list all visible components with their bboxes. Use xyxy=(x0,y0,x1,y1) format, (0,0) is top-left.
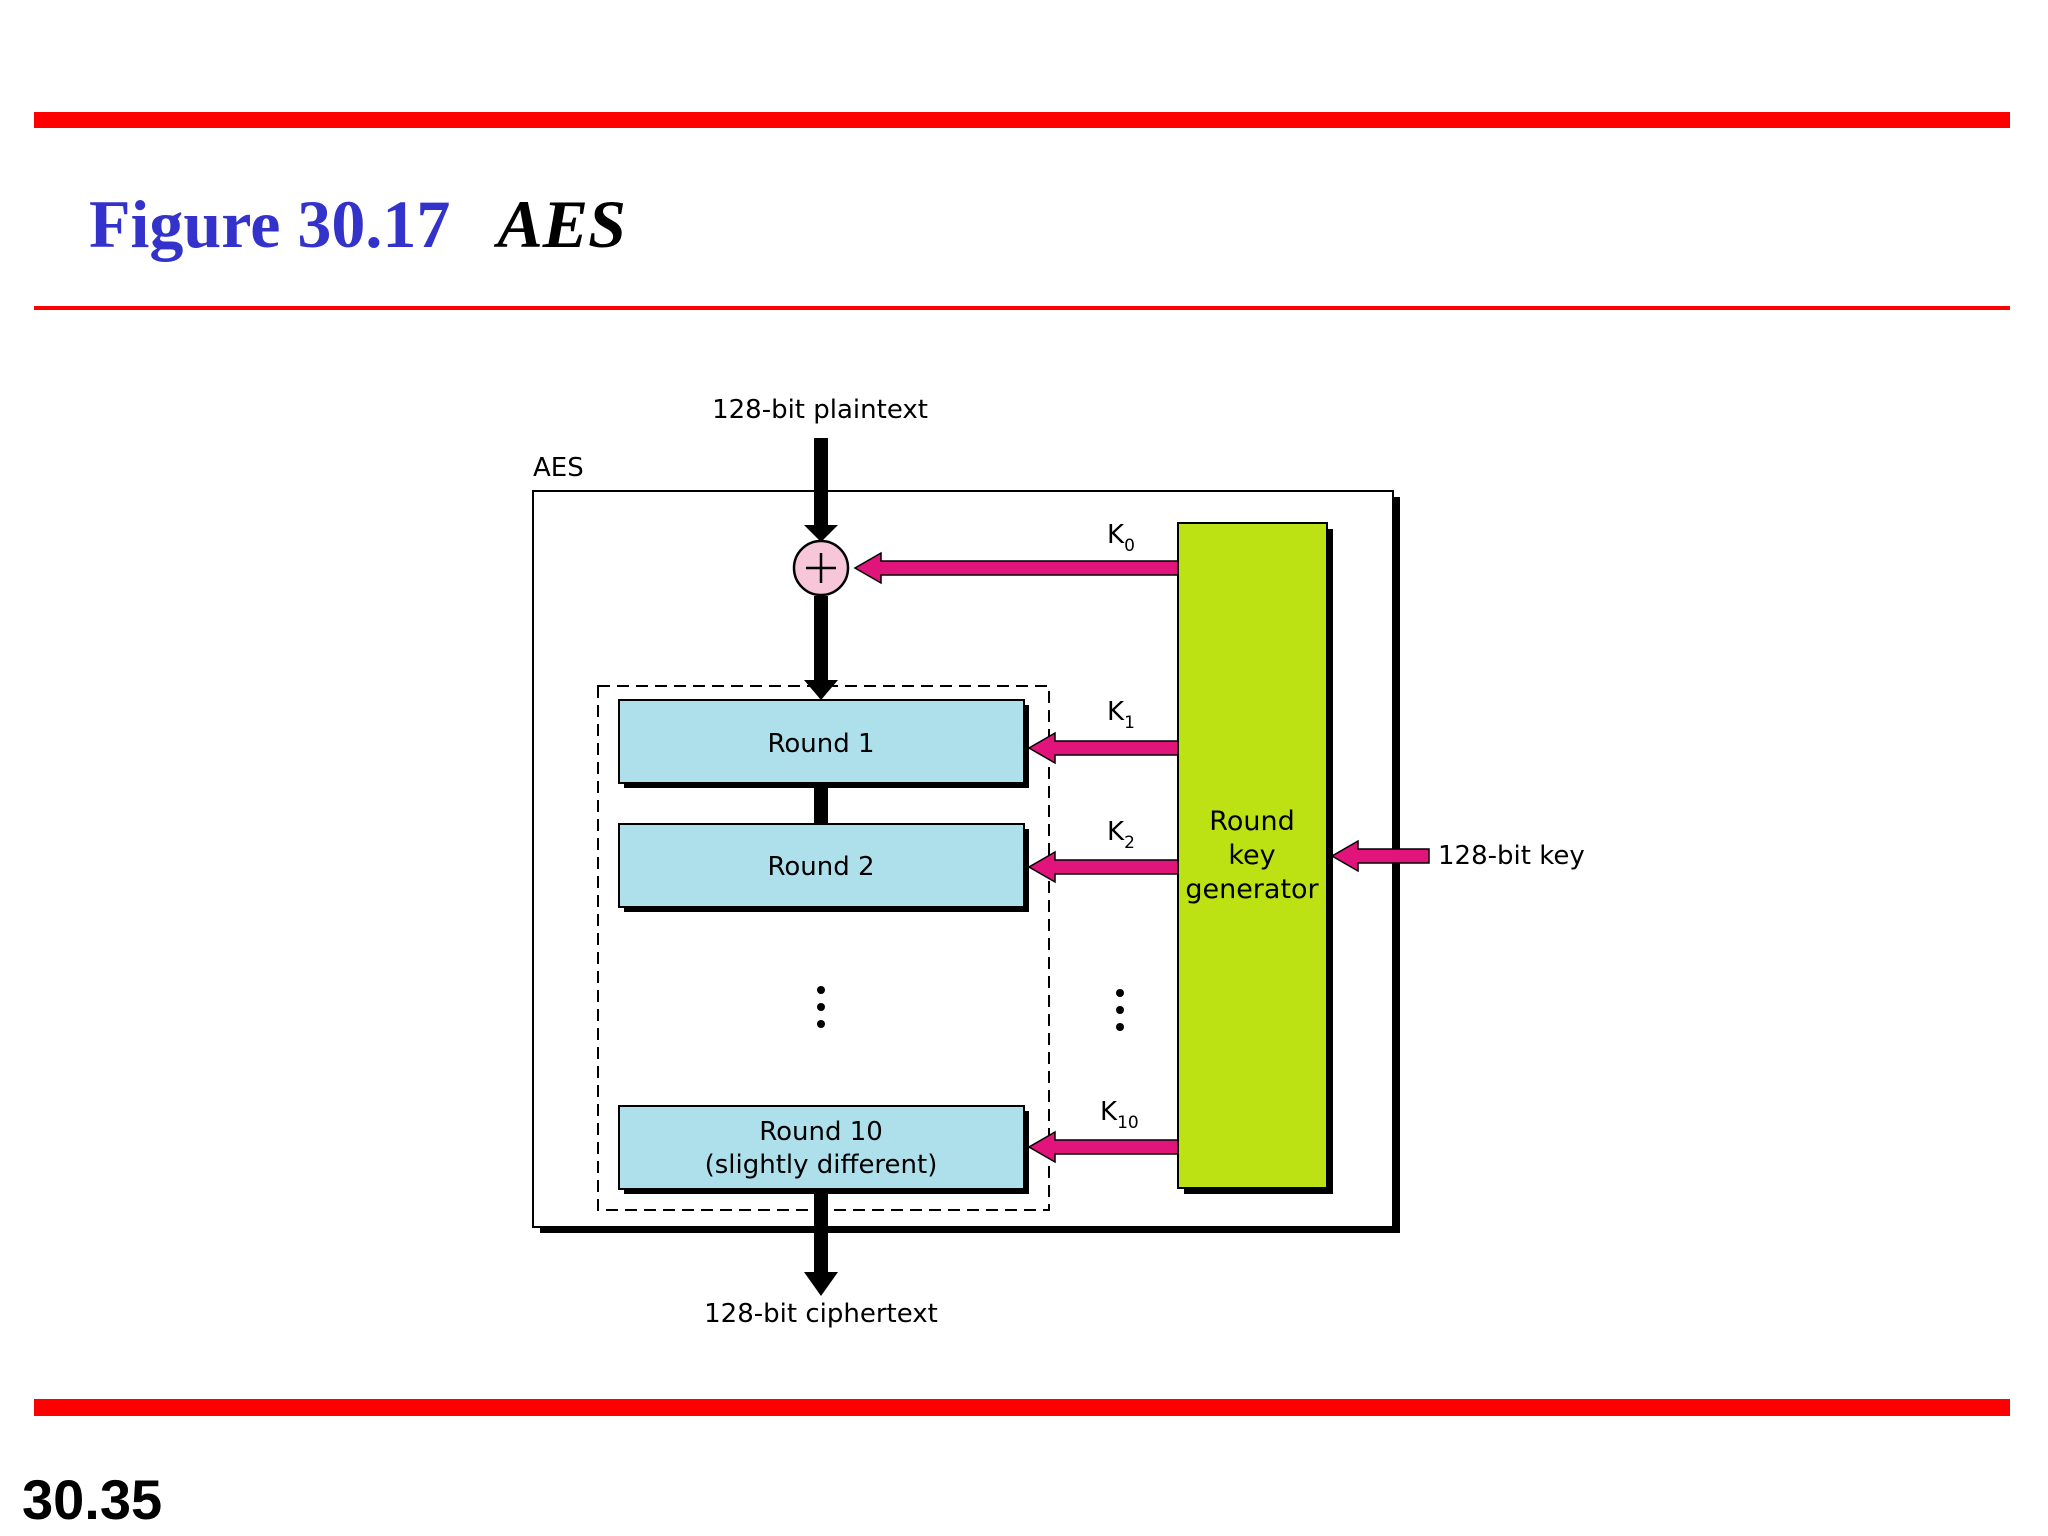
top-red-rule xyxy=(34,112,2010,128)
k1-label: K1 xyxy=(1107,697,1135,733)
figure-name: AES xyxy=(497,186,626,262)
title-underline-rule xyxy=(34,306,2010,310)
bottom-red-rule xyxy=(34,1399,2010,1416)
plaintext-label: 128-bit plaintext xyxy=(712,395,928,425)
key-arrow-k10 xyxy=(1027,1130,1179,1164)
generator-label-line-3: generator xyxy=(1185,874,1319,905)
key-input-label: 128-bit key xyxy=(1438,841,1585,871)
round-10-label: Round 10 xyxy=(759,1117,883,1147)
ciphertext-arrow-shaft xyxy=(814,1189,828,1279)
round-10-note: (slightly different) xyxy=(705,1150,938,1180)
slide-number: 30.35 xyxy=(22,1468,163,1531)
xor-icon xyxy=(792,539,850,597)
generator-label-line-2: key xyxy=(1228,840,1275,871)
round-key-generator-box xyxy=(1177,522,1328,1189)
key-arrow-k0 xyxy=(853,551,1179,585)
ciphertext-label: 128-bit ciphertext xyxy=(704,1299,938,1329)
aes-container-label: AES xyxy=(533,453,584,483)
round-2-label: Round 2 xyxy=(767,852,874,882)
xor-to-rounds-arrow-shaft xyxy=(814,596,828,686)
key-input-arrow xyxy=(1330,839,1430,873)
k2-label: K2 xyxy=(1107,817,1135,853)
figure-label: Figure 30.17 xyxy=(89,186,451,262)
round-1-label: Round 1 xyxy=(767,729,874,759)
key-arrow-k1 xyxy=(1027,731,1179,765)
plaintext-arrow-shaft xyxy=(814,438,828,532)
rounds-ellipsis-icon xyxy=(817,986,825,1028)
key-arrow-k2 xyxy=(1027,850,1179,884)
round-1-to-2-connector xyxy=(814,788,828,824)
plaintext-arrow-head xyxy=(804,525,838,542)
round-2-box xyxy=(618,823,1025,908)
generator-label-line-1: Round xyxy=(1209,806,1294,837)
slide-title: Figure 30.17 AES xyxy=(89,184,626,264)
k10-label: K10 xyxy=(1100,1097,1139,1133)
ciphertext-arrow-head xyxy=(804,1272,838,1296)
keys-ellipsis-icon xyxy=(1116,989,1124,1031)
k0-label: K0 xyxy=(1107,520,1135,556)
round-1-box xyxy=(618,699,1025,784)
